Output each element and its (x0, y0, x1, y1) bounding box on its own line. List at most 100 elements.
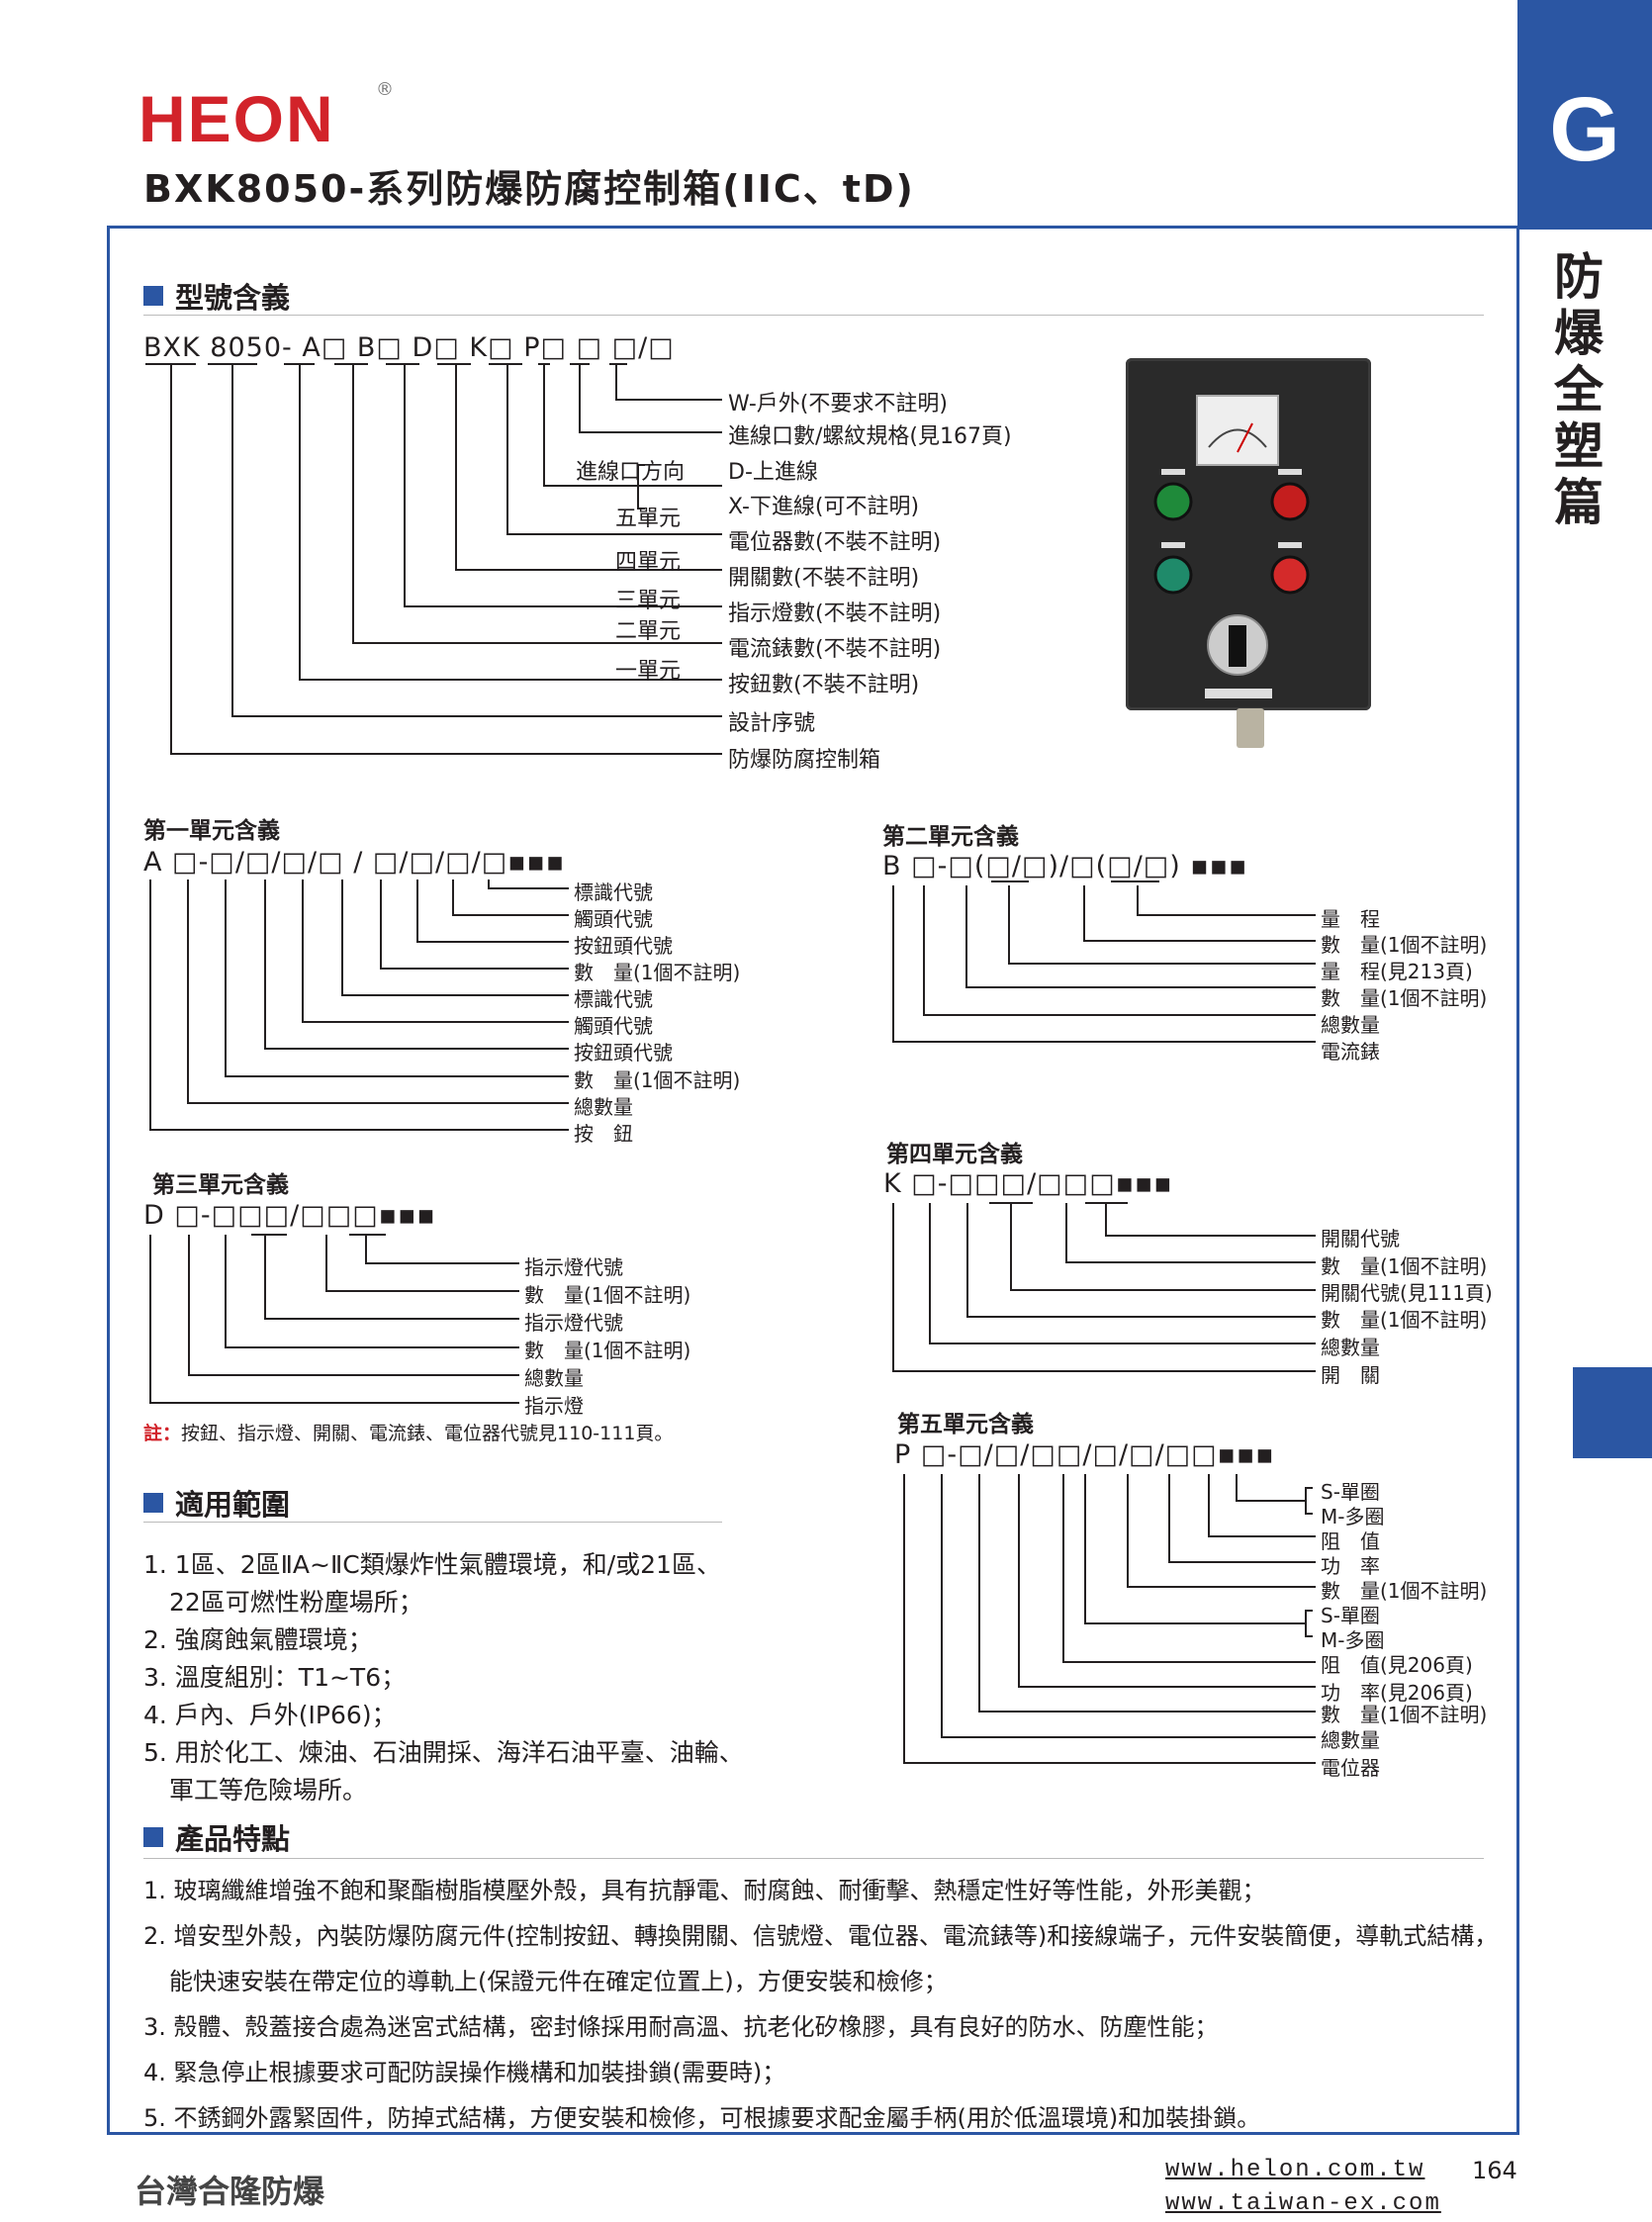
product-photo (1126, 358, 1371, 710)
list-item: 3. 殼體、殼蓋接合處為迷宮式結構，密封條採用耐高溫、抗老化矽橡膠，具有良好的防… (143, 2013, 1219, 2041)
unit5-label: M-多圈 (1321, 1628, 1385, 1652)
model-code: BXK 8050- A□ B□ D□ K□ P□ □ □/□ (143, 332, 675, 363)
model-label: 電流錶數(不裝不註明) (728, 637, 942, 662)
unit4-heading: 第四單元含義 (886, 1142, 1023, 1167)
unit4-label: 開關代號(見111頁) (1321, 1281, 1493, 1305)
unit5-label: 總數量 (1321, 1728, 1380, 1752)
list-item: 1. 玻璃纖維增強不飽和聚酯樹脂模壓外殼，具有抗靜電、耐腐蝕、耐衝擊、熱穩定性好… (143, 1877, 1266, 1904)
unit4-label: 開 關 (1321, 1363, 1380, 1387)
bullet-square-icon (143, 1827, 163, 1847)
bullet-square-icon (143, 1493, 163, 1513)
unit2-code: B □-□(□/□)/□(□/□) ▪▪▪ (882, 851, 1248, 881)
component-code-note: 註：按鈕、指示燈、開關、電流錶、電位器代號見110-111頁。 (143, 1419, 673, 1445)
cable-gland (1237, 708, 1264, 748)
list-item: 2. 增安型外殼，內裝防爆防腐元件(控制按鈕、轉換開關、信號燈、電位器、電流錶等… (143, 1922, 1499, 1950)
unit1-label: 按 鈕 (574, 1122, 633, 1146)
note-text: 按鈕、指示燈、開關、電流錶、電位器代號見110-111頁。 (181, 1423, 674, 1444)
model-label: 設計序號 (728, 711, 816, 736)
section-tab-g: G (1517, 0, 1652, 230)
bullet-square-icon (143, 286, 163, 306)
list-item: 能快速安裝在帶定位的導軌上(保證元件在確定位置上)，方便安裝和檢修； (169, 1968, 948, 1995)
unit3-label: 總數量 (524, 1366, 584, 1390)
unit1-label: 標識代號 (574, 987, 653, 1011)
unit1-label: 標識代號 (574, 880, 653, 904)
unit1-label: 總數量 (574, 1095, 633, 1119)
model-label: W-戶外(不要求不註明) (728, 392, 948, 417)
unit2-label: 數 量(1個不註明) (1321, 986, 1488, 1010)
unit-4-label: 四單元 (615, 550, 682, 575)
unit4-label: 數 量(1個不註明) (1321, 1254, 1488, 1278)
unit2-label: 總數量 (1321, 1013, 1380, 1037)
vertical-section-title: 防爆全塑篇 (1554, 248, 1604, 531)
unit4-label: 總數量 (1321, 1336, 1380, 1359)
model-label: D-上進線 (728, 460, 818, 485)
unit1-label: 觸頭代號 (574, 907, 653, 931)
registered-mark: ® (376, 79, 394, 100)
list-item: 軍工等危險場所。 (169, 1776, 368, 1805)
unit-1-label: 一單元 (615, 659, 682, 684)
unit4-label: 數 量(1個不註明) (1321, 1308, 1488, 1332)
unit2-heading: 第二單元含義 (882, 824, 1019, 850)
website-link-2[interactable]: www.taiwan-ex.com (1165, 2190, 1441, 2217)
unit4-code: K □-□□□/□□□▪▪▪ (883, 1168, 1173, 1199)
unit5-label: M-多圈 (1321, 1505, 1385, 1528)
unit-5-label: 五單元 (615, 507, 682, 531)
unit3-heading: 第三單元含義 (152, 1172, 289, 1198)
divider (143, 1858, 1484, 1859)
unit5-label: 阻 值 (1321, 1529, 1380, 1553)
model-label: 電位器數(不裝不註明) (728, 530, 942, 555)
unit4-label: 開關代號 (1321, 1227, 1400, 1250)
unit-2-label: 二單元 (615, 619, 682, 644)
unit5-label: 電位器 (1321, 1756, 1380, 1780)
unit2-label: 數 量(1個不註明) (1321, 933, 1488, 957)
website-link-1[interactable]: www.helon.com.tw (1165, 2157, 1425, 2183)
unit5-label: S-單圈 (1321, 1604, 1380, 1627)
model-label: 防爆防腐控制箱 (728, 748, 881, 773)
model-label: 開關數(不裝不註明) (728, 566, 920, 591)
model-heading-text: 型號含義 (175, 281, 291, 315)
unit3-label: 指示燈代號 (524, 1311, 623, 1335)
apply-heading-text: 適用範圍 (175, 1488, 291, 1522)
model-label: X-下進線(可不註明) (728, 495, 920, 519)
unit3-label: 指示燈代號 (524, 1255, 623, 1279)
list-item: 4. 緊急停止根據要求可配防誤操作機構和加裝掛鎖(需要時)； (143, 2059, 786, 2086)
unit1-label: 觸頭代號 (574, 1014, 653, 1038)
unit1-label: 數 量(1個不註明) (574, 1068, 741, 1092)
note-prefix: 註： (143, 1423, 182, 1444)
divider (143, 315, 1484, 316)
unit1-heading: 第一單元含義 (143, 818, 280, 844)
features-list: 1. 玻璃纖維增強不飽和聚酯樹脂模壓外殼，具有抗靜電、耐腐蝕、耐衝擊、熱穩定性好… (143, 1868, 1509, 2141)
company-name: 台灣合隆防爆 (135, 2173, 325, 2210)
apply-list: 1. 1區、2區ⅡA~ⅡC類爆炸性氣體環境，和/或21區、 22區可燃性粉塵場所… (143, 1546, 744, 1809)
unit2-label: 量 程 (1321, 907, 1380, 931)
list-item: 4. 戶內、戶外(IP66)； (143, 1701, 397, 1729)
unit5-label: 阻 值(見206頁) (1321, 1653, 1473, 1677)
unit3-label: 數 量(1個不註明) (524, 1283, 691, 1307)
list-item: 5. 不銹鋼外露緊固件，防掉式結構，方便安裝和檢修，可根據要求配金屬手柄(用於低… (143, 2104, 1261, 2132)
unit1-label: 按鈕頭代號 (574, 1041, 673, 1065)
content-frame (107, 226, 1519, 2135)
unit5-label: 功 率 (1321, 1554, 1380, 1578)
side-marker (1573, 1367, 1652, 1458)
unit5-label: 數 量(1個不註明) (1321, 1579, 1488, 1603)
apply-heading: 適用範圍 (143, 1482, 290, 1524)
unit3-label: 指示燈 (524, 1394, 584, 1418)
unit5-label: S-單圈 (1321, 1480, 1380, 1504)
brand-logo: HEON (138, 82, 335, 155)
list-item: 5. 用於化工、煉油、石油開採、海洋石油平臺、油輪、 (143, 1738, 744, 1767)
model-label: 進線口數/螺紋規格(見167頁) (728, 424, 1012, 449)
unit5-label: 功 率(見206頁) (1321, 1681, 1473, 1705)
list-item: 2. 強腐蝕氣體環境； (143, 1625, 373, 1654)
model-label: 指示燈數(不裝不註明) (728, 602, 942, 626)
unit1-label: 數 量(1個不註明) (574, 961, 741, 984)
divider (143, 1522, 722, 1523)
model-label: 按鈕數(不裝不註明) (728, 673, 920, 697)
unit5-code: P □-□/□/□□/□/□/□□▪▪▪ (894, 1439, 1275, 1470)
list-item: 1. 1區、2區ⅡA~ⅡC類爆炸性氣體環境，和/或21區、 (143, 1550, 721, 1579)
unit3-code: D □-□□□/□□□▪▪▪ (143, 1200, 436, 1231)
